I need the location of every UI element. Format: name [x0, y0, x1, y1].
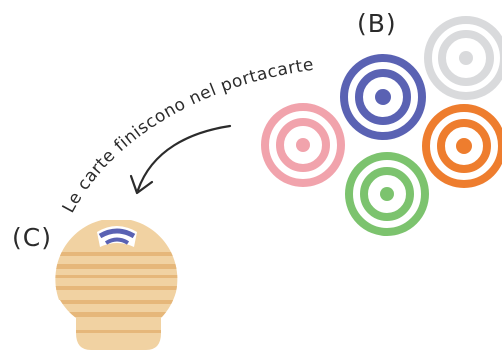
target-green — [345, 152, 429, 236]
target-blue — [340, 54, 426, 140]
card-holder-icon — [55, 220, 178, 350]
target-orange — [422, 104, 502, 188]
target-gray — [424, 16, 502, 100]
target-pink — [261, 103, 345, 187]
caption-textpath: Le carte finiscono nel portacarte — [59, 55, 315, 217]
caption-text: Le carte finiscono nel portacarte — [59, 55, 315, 217]
label-section-c: (C) — [12, 223, 52, 252]
curved-arrow-icon — [129, 124, 232, 195]
label-section-b: (B) — [357, 9, 397, 38]
